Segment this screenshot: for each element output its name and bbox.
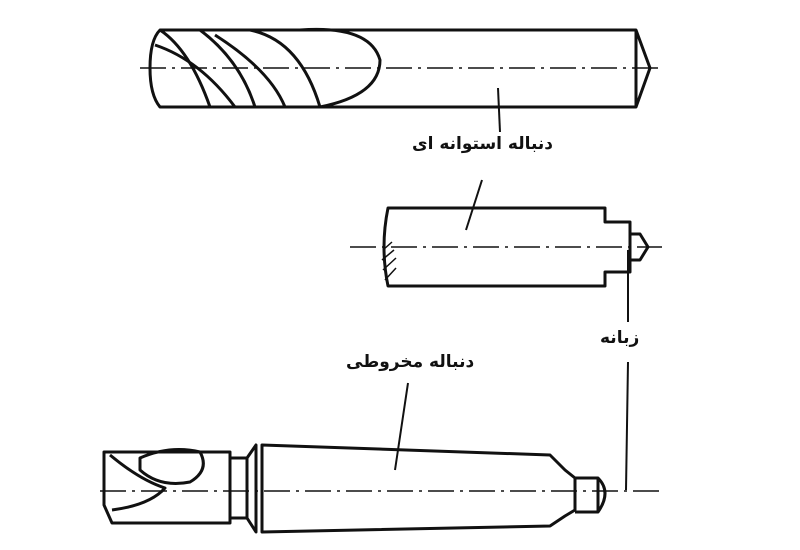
hatched-end — [381, 241, 397, 281]
label-tang: زبانه — [600, 328, 640, 348]
label-cylindrical-shank: دنباله استوانه ای — [412, 134, 554, 154]
tapered-shank-drill — [100, 382, 662, 534]
drill-outline — [148, 28, 652, 109]
straight-shank-drill — [140, 27, 662, 133]
label-tapered-shank: دنباله مخروطی — [346, 352, 475, 372]
flute-bottom — [109, 448, 205, 512]
tapered-shank-outline — [260, 443, 577, 534]
leader-cylindrical — [497, 87, 501, 133]
leader-tapered — [394, 382, 409, 471]
shank-outline — [382, 206, 650, 288]
leader-cylindrical-2 — [465, 179, 483, 231]
shank-detail — [350, 179, 662, 491]
leader-tang-lower — [625, 361, 629, 491]
fluted-body — [102, 450, 232, 525]
collar — [230, 443, 258, 534]
tang — [575, 476, 607, 514]
